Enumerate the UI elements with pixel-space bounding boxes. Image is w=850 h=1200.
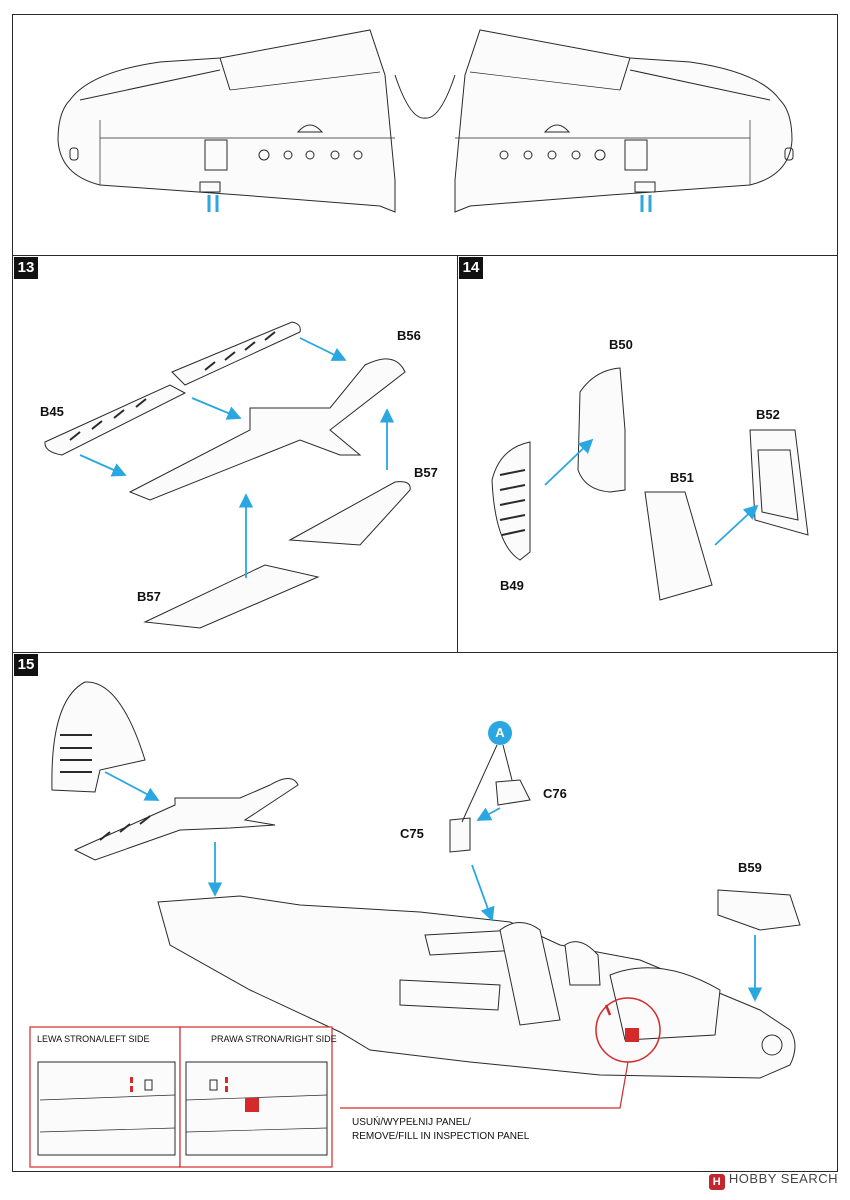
detail-red-marks xyxy=(130,1077,259,1112)
step-15-hatching xyxy=(60,734,151,841)
blue-pins xyxy=(207,195,652,212)
part-label-b59: B59 xyxy=(738,860,762,875)
step-13-drawing xyxy=(44,321,411,629)
wing-underside-drawing xyxy=(57,29,794,213)
step-13-number: 13 xyxy=(14,257,38,279)
remove-panel-note-line2: REMOVE/FILL IN INSPECTION PANEL xyxy=(352,1131,530,1142)
step-14-arrows xyxy=(544,438,759,546)
left-side-label: LEWA STRONA/LEFT SIDE xyxy=(37,1034,150,1044)
step-15-tail xyxy=(51,681,299,861)
step-13-hatching xyxy=(69,331,276,441)
red-highlights xyxy=(340,997,661,1109)
part-label-c76: C76 xyxy=(543,786,567,801)
part-label-b57-upper: B57 xyxy=(414,465,438,480)
watermark-text: HOBBY SEARCH xyxy=(728,1171,838,1186)
step-14-number: 14 xyxy=(459,257,483,279)
part-label-b49: B49 xyxy=(500,578,524,593)
remove-panel-note-line1: USUŃ/WYPEŁNIJ PANEL/ xyxy=(352,1117,471,1128)
part-label-b51: B51 xyxy=(670,470,694,485)
detail-drawings xyxy=(37,1061,328,1156)
callout-lines xyxy=(461,744,513,823)
part-label-b56: B56 xyxy=(397,328,421,343)
step-15-number: 15 xyxy=(14,654,38,676)
step-13-arrows xyxy=(79,337,395,578)
part-label-c75: C75 xyxy=(400,826,424,841)
part-label-b50: B50 xyxy=(609,337,633,352)
part-label-b45: B45 xyxy=(40,404,64,419)
right-side-label: PRAWA STRONA/RIGHT SIDE xyxy=(211,1034,337,1044)
part-label-b52: B52 xyxy=(756,407,780,422)
step-14-hatching xyxy=(499,469,526,536)
step-15-frame xyxy=(12,652,838,1172)
step-14-drawing xyxy=(491,367,809,601)
part-label-b57-lower: B57 xyxy=(137,589,161,604)
callout-a-badge: A xyxy=(488,721,512,745)
step-15-arrows xyxy=(104,771,763,1002)
watermark-logo-icon: H xyxy=(708,1174,725,1190)
